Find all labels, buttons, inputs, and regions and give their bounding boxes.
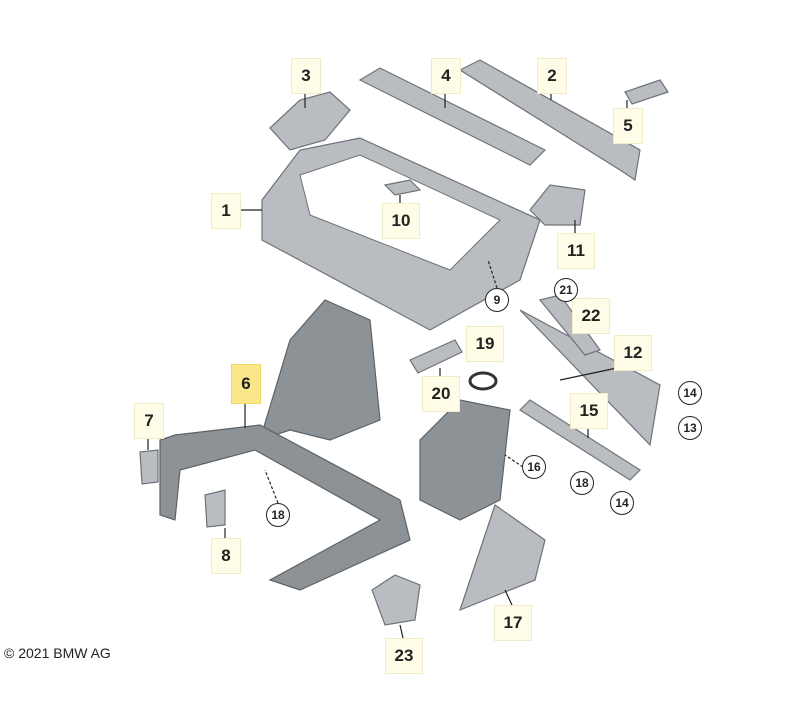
label-part-6[interactable]: 6 — [231, 364, 261, 404]
label-part-22[interactable]: 22 — [572, 298, 610, 334]
label-part-3[interactable]: 3 — [291, 58, 321, 94]
part-7[interactable] — [139, 449, 159, 485]
part-3[interactable] — [269, 91, 351, 151]
part-11[interactable] — [529, 184, 586, 226]
copyright-text: © 2021 BMW AG — [4, 645, 111, 661]
label-part-20[interactable]: 20 — [422, 376, 460, 412]
label-part-15[interactable]: 15 — [570, 393, 608, 429]
label-part-19[interactable]: 19 — [466, 326, 504, 362]
label-part-13[interactable]: 13 — [678, 416, 702, 440]
label-part-5[interactable]: 5 — [613, 108, 643, 144]
part-2[interactable] — [458, 59, 641, 182]
part-5[interactable] — [624, 79, 669, 105]
leader-lines — [147, 92, 628, 639]
part-10[interactable] — [383, 179, 422, 196]
label-part-16[interactable]: 16 — [522, 455, 546, 479]
part-20[interactable] — [409, 339, 463, 374]
label-part-17[interactable]: 17 — [494, 605, 532, 641]
part-8[interactable] — [204, 489, 226, 528]
label-part-21[interactable]: 21 — [554, 278, 578, 302]
part-19[interactable] — [468, 371, 498, 391]
part-17[interactable] — [459, 504, 546, 612]
label-part-18b[interactable]: 18 — [266, 503, 290, 527]
part-6[interactable] — [259, 299, 381, 441]
label-part-8[interactable]: 8 — [211, 538, 241, 574]
label-part-23[interactable]: 23 — [385, 638, 423, 674]
label-part-10[interactable]: 10 — [382, 203, 420, 239]
label-part-1[interactable]: 1 — [211, 193, 241, 229]
label-part-14[interactable]: 14 — [678, 381, 702, 405]
part-23[interactable] — [371, 574, 421, 626]
label-part-7[interactable]: 7 — [134, 403, 164, 439]
part-16[interactable] — [419, 399, 511, 521]
label-part-9[interactable]: 9 — [485, 288, 509, 312]
label-part-18[interactable]: 18 — [570, 471, 594, 495]
label-part-4[interactable]: 4 — [431, 58, 461, 94]
label-part-14b[interactable]: 14 — [610, 491, 634, 515]
label-part-11[interactable]: 11 — [557, 233, 595, 269]
part-22[interactable] — [538, 294, 601, 356]
part-15[interactable] — [519, 399, 641, 481]
part-4[interactable] — [358, 67, 547, 166]
label-part-2[interactable]: 2 — [537, 58, 567, 94]
label-part-12[interactable]: 12 — [614, 335, 652, 371]
part-frame[interactable] — [159, 424, 411, 591]
